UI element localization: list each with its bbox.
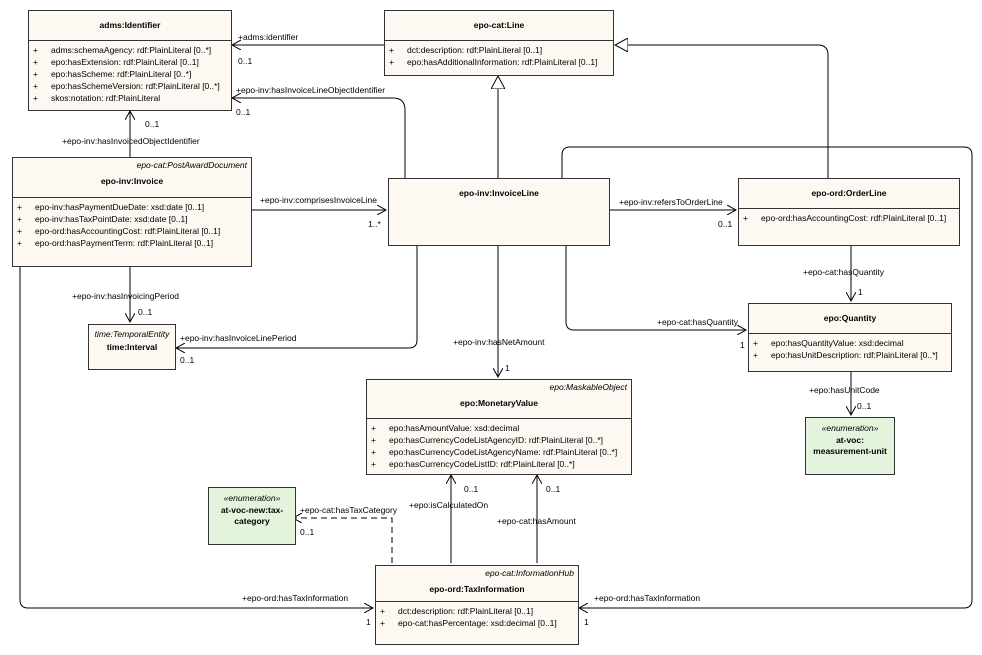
attribute: +epo:hasSchemeVersion: rdf:PlainLiteral … bbox=[33, 81, 220, 91]
attribute-list: +epo-ord:hasAccountingCost: rdf:PlainLit… bbox=[739, 208, 959, 227]
class-stereotype: time:TemporalEntity bbox=[94, 329, 170, 339]
attribute: +epo:hasCurrencyCodeListAgencyName: rdf:… bbox=[371, 447, 618, 457]
label-refers-to-orderline: +epo-inv:refersToOrderLine bbox=[619, 197, 723, 207]
class-stereotype: epo-cat:PostAwardDocument bbox=[136, 160, 247, 170]
attribute-list: +adms:schemaAgency: rdf:PlainLiteral [0.… bbox=[29, 40, 231, 107]
mult-unit-code: 0..1 bbox=[857, 401, 872, 411]
enum-measurement-unit[interactable]: «enumeration» at-voc: measurement-unit bbox=[805, 417, 895, 475]
enum-title-line-1: at-voc-new:tax- bbox=[220, 505, 284, 515]
label-tax-category: +epo-cat:hasTaxCategory bbox=[300, 505, 398, 515]
class-adms-identifier[interactable]: adms:Identifier +adms:schemaAgency: rdf:… bbox=[28, 10, 232, 111]
class-time-interval[interactable]: time:TemporalEntity time:Interval bbox=[88, 324, 176, 370]
label-comprises-invoiceline: +epo-inv:comprisesInvoiceLine bbox=[260, 195, 377, 205]
attribute: +epo:hasQuantityValue: xsd:decimal bbox=[753, 338, 904, 348]
edge-orderline-generalization bbox=[615, 45, 829, 178]
attribute-list: +epo:hasAmountValue: xsd:decimal +epo:ha… bbox=[367, 418, 631, 473]
class-invoice[interactable]: epo-cat:PostAwardDocument epo-inv:Invoic… bbox=[12, 157, 252, 267]
mult-has-amount: 0..1 bbox=[546, 484, 561, 494]
enum-stereotype: «enumeration» bbox=[223, 493, 281, 503]
edge-invoiceline-period bbox=[176, 246, 418, 348]
mult-net-amount: 1 bbox=[505, 363, 510, 373]
class-title: time:Interval bbox=[106, 342, 158, 352]
attribute: +epo:hasExtension: rdf:PlainLiteral [0..… bbox=[33, 57, 199, 67]
label-orderline-quantity: +epo-cat:hasQuantity bbox=[803, 267, 885, 277]
attribute: +epo-ord:hasAccountingCost: rdf:PlainLit… bbox=[743, 213, 947, 223]
mult-comprises-invoiceline: 1..* bbox=[368, 219, 381, 229]
edge-invoice-tax-information bbox=[19, 267, 373, 608]
mult-invoiceline-quantity: 1 bbox=[740, 340, 745, 350]
enum-title-line-2: category bbox=[234, 516, 270, 526]
enum-stereotype: «enumeration» bbox=[821, 423, 879, 433]
label-unit-code: +epo:hasUnitCode bbox=[809, 385, 880, 395]
mult-invoiced-object-identifier: 0..1 bbox=[145, 119, 160, 129]
edge-tax-category bbox=[293, 518, 393, 563]
edge-invoiceline-tax-information bbox=[561, 146, 973, 608]
class-order-line[interactable]: epo-ord:OrderLine +epo-ord:hasAccounting… bbox=[738, 178, 960, 246]
class-title: epo-inv:InvoiceLine bbox=[459, 188, 539, 198]
label-invoicing-period: +epo-inv:hasInvoicingPeriod bbox=[72, 291, 180, 301]
mult-invoiceline-period: 0..1 bbox=[180, 355, 195, 365]
class-stereotype: epo-cat:InformationHub bbox=[485, 568, 574, 578]
class-title: epo:Quantity bbox=[823, 313, 877, 323]
mult-tax-category: 0..1 bbox=[300, 527, 315, 537]
attribute: +epo-cat:hasPercentage: xsd:decimal [0..… bbox=[380, 618, 557, 628]
attribute-list: +epo:hasQuantityValue: xsd:decimal +epo:… bbox=[749, 333, 951, 364]
attribute: +dct:description: rdf:PlainLiteral [0..1… bbox=[380, 606, 534, 616]
edge-invoiceline-quantity bbox=[565, 246, 746, 330]
attribute: +epo-ord:hasPaymentTerm: rdf:PlainLitera… bbox=[17, 238, 214, 248]
attribute: +skos:notation: rdf:PlainLiteral bbox=[33, 93, 161, 103]
class-title: epo-inv:Invoice bbox=[100, 176, 164, 186]
attribute: +epo:hasUnitDescription: rdf:PlainLitera… bbox=[753, 350, 938, 360]
mult-is-calculated-on: 0..1 bbox=[464, 484, 479, 494]
attribute: +adms:schemaAgency: rdf:PlainLiteral [0.… bbox=[33, 45, 212, 55]
mult-refers-to-orderline: 0..1 bbox=[718, 219, 733, 229]
edge-invoiceline-object-identifier bbox=[232, 98, 406, 178]
label-invoiceline-object-identifier: +epo-inv:hasInvoiceLineObjectIdentifier bbox=[236, 85, 386, 95]
mult-adms-identifier: 0..1 bbox=[238, 56, 253, 66]
mult-invoiceline-object-identifier: 0..1 bbox=[236, 107, 251, 117]
label-is-calculated-on: +epo:isCalculatedOn bbox=[409, 500, 489, 510]
attribute: +epo:hasCurrencyCodeListID: rdf:PlainLit… bbox=[371, 459, 575, 469]
attribute: +epo:hasAmountValue: xsd:decimal bbox=[371, 423, 520, 433]
enum-title-line-2: measurement-unit bbox=[813, 446, 887, 456]
attribute-list: +epo-inv:hasPaymentDueDate: xsd:date [0.… bbox=[13, 197, 251, 252]
label-invoiceline-tax-information: +epo-ord:hasTaxInformation bbox=[594, 593, 701, 603]
attribute: +epo:hasScheme: rdf:PlainLiteral [0..*] bbox=[33, 69, 192, 79]
attribute: +epo:hasAdditionalInformation: rdf:Plain… bbox=[389, 57, 598, 67]
attribute: +epo-inv:hasPaymentDueDate: xsd:date [0.… bbox=[17, 202, 205, 212]
class-line[interactable]: epo-cat:Line +dct:description: rdf:Plain… bbox=[384, 10, 614, 76]
class-title: epo-ord:OrderLine bbox=[811, 188, 887, 198]
label-adms-identifier: +adms:identifier bbox=[238, 32, 299, 42]
attribute: +epo-inv:hasTaxPointDate: xsd:date [0..1… bbox=[17, 214, 188, 224]
class-title: epo-cat:Line bbox=[473, 20, 525, 30]
mult-orderline-quantity: 1 bbox=[858, 287, 863, 297]
label-invoice-tax-information: +epo-ord:hasTaxInformation bbox=[242, 593, 349, 603]
attribute: +epo-ord:hasAccountingCost: rdf:PlainLit… bbox=[17, 226, 221, 236]
class-invoice-line[interactable]: epo-inv:InvoiceLine bbox=[388, 178, 610, 246]
mult-invoice-tax-information: 1 bbox=[366, 617, 371, 627]
mult-invoicing-period: 0..1 bbox=[138, 307, 153, 317]
label-net-amount: +epo-inv:hasNetAmount bbox=[453, 337, 545, 347]
class-quantity[interactable]: epo:Quantity +epo:hasQuantityValue: xsd:… bbox=[748, 303, 952, 372]
label-invoiceline-period: +epo-inv:hasInvoiceLinePeriod bbox=[180, 333, 297, 343]
attribute: +epo:hasCurrencyCodeListAgencyID: rdf:Pl… bbox=[371, 435, 604, 445]
mult-invoiceline-tax-information: 1 bbox=[584, 617, 589, 627]
class-tax-information[interactable]: epo-cat:InformationHub epo-ord:TaxInform… bbox=[375, 565, 579, 645]
label-invoiced-object-identifier: +epo-inv:hasInvoicedObjectIdentifier bbox=[62, 136, 200, 146]
class-stereotype: epo:MaskableObject bbox=[549, 382, 628, 392]
label-has-amount: +epo-cat:hasAmount bbox=[497, 516, 576, 526]
attribute-list: +dct:description: rdf:PlainLiteral [0..1… bbox=[376, 601, 578, 632]
label-invoiceline-quantity: +epo-cat:hasQuantity bbox=[657, 317, 739, 327]
class-monetary-value[interactable]: epo:MaskableObject epo:MonetaryValue +ep… bbox=[366, 379, 632, 475]
attribute-list: +dct:description: rdf:PlainLiteral [0..1… bbox=[385, 40, 613, 71]
enum-title-line-1: at-voc: bbox=[836, 435, 864, 445]
enum-tax-category[interactable]: «enumeration» at-voc-new:tax- category bbox=[208, 487, 296, 545]
class-title: epo-ord:TaxInformation bbox=[429, 584, 525, 594]
attribute: +dct:description: rdf:PlainLiteral [0..1… bbox=[389, 45, 543, 55]
class-title: adms:Identifier bbox=[99, 20, 161, 30]
class-title: epo:MonetaryValue bbox=[460, 398, 538, 408]
